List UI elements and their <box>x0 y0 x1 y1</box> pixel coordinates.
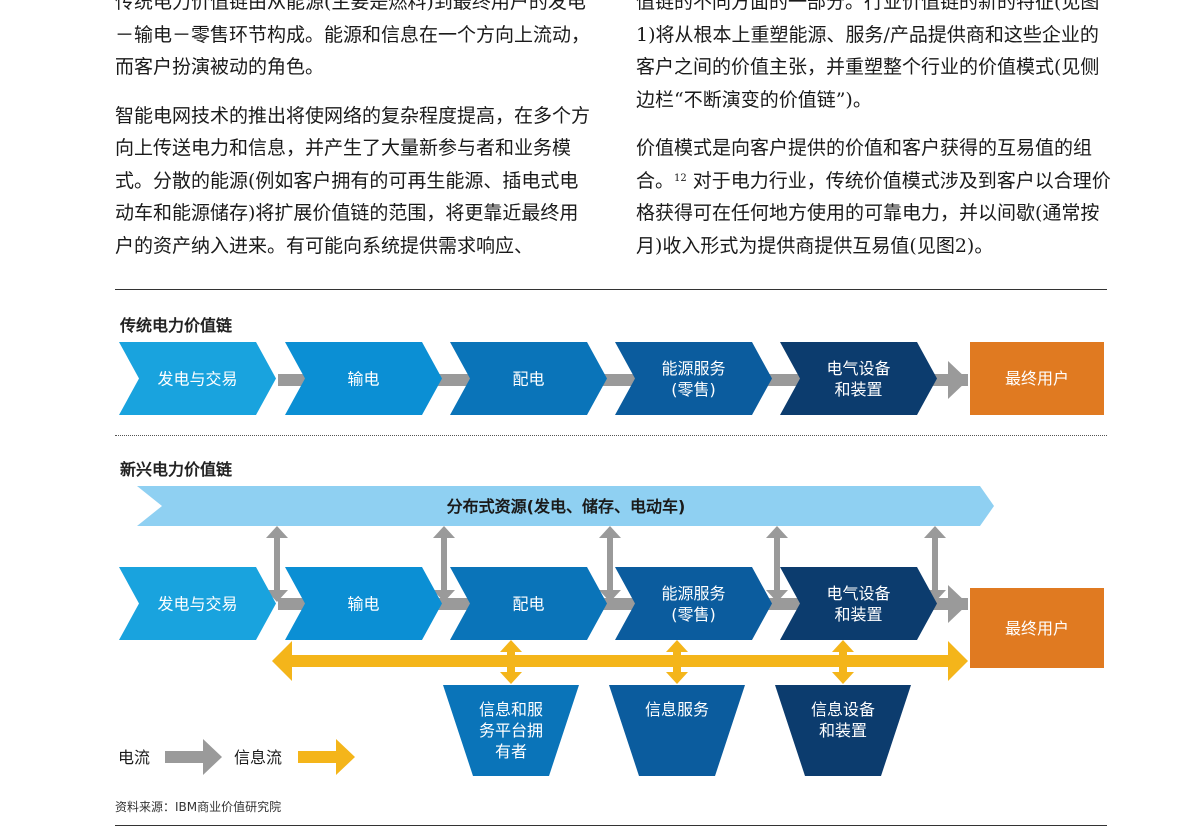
information-services-platform-owner-label: 信息和服 <box>479 700 543 719</box>
emerging-chevron-label: 和装置 <box>834 605 882 624</box>
arrowhead-up <box>766 526 788 538</box>
legend-info-label: 信息流 <box>234 748 282 767</box>
emerging-chevron-label: 输电 <box>347 595 379 614</box>
emerging-chain-title: 新兴电力价值链 <box>120 460 233 479</box>
emerging-chevron-label: 能源服务 <box>661 584 725 603</box>
emerging-chevron-electrical-devices <box>780 567 937 640</box>
power-flow-line <box>278 374 968 386</box>
emerging-chevron-generation <box>119 567 276 640</box>
arrowhead-down <box>266 590 288 602</box>
end-user-label: 最终用户 <box>1005 619 1069 638</box>
arrowhead-up <box>500 640 522 652</box>
top-rule <box>115 289 1107 290</box>
information-devices-label: 信息设备 <box>811 700 875 719</box>
emerging-chevron-label: (零售) <box>671 605 716 624</box>
power-flow-line <box>278 598 968 610</box>
emerging-chevron-label: 电气设备 <box>826 584 890 603</box>
legend-info-arrow <box>298 739 355 775</box>
information-flow-arrowhead-left <box>272 641 292 681</box>
arrowhead-up <box>266 526 288 538</box>
information-services-label: 信息服务 <box>645 700 709 719</box>
traditional-chevron-label: 配电 <box>512 370 544 389</box>
information-services-platform-owner-box <box>443 685 579 776</box>
information-flow-line <box>290 655 950 667</box>
legend-power-label: 电流 <box>118 748 150 767</box>
information-flow-branch <box>839 648 847 678</box>
distributed-resources-label: 分布式资源(发电、储存、电动车) <box>447 497 686 516</box>
bidirectional-power-arrow <box>774 534 780 594</box>
emerging-chevron-label: 配电 <box>512 595 544 614</box>
arrowhead-up <box>832 640 854 652</box>
section-divider <box>115 435 1107 436</box>
bidirectional-power-arrow <box>441 534 447 594</box>
power-flow-arrowhead <box>948 585 968 623</box>
paragraph: 传统电力价值链由从能源(主要是燃料)到最终用户的发电－输电－零售环节构成。能源和… <box>115 0 591 78</box>
end-user-box <box>970 342 1104 415</box>
arrowhead-up <box>433 526 455 538</box>
traditional-chevron-label: 和装置 <box>834 380 882 399</box>
paragraph: 智能电网技术的推出将使网络的复杂程度提高，在多个方向上传送电力和信息，并产生了大… <box>115 104 591 257</box>
information-flow-arrowhead-right <box>948 641 968 681</box>
arrowhead-up <box>924 526 946 538</box>
traditional-chevron-generation <box>119 342 276 415</box>
arrowhead-down <box>433 590 455 602</box>
article-right-column: 值链的不同方面的一部分。行业价值链的新的特征(见图1)将从根本上重塑能源、服务/… <box>636 0 1111 262</box>
information-devices-label: 和装置 <box>819 721 867 740</box>
legend-power-arrow <box>165 739 222 775</box>
traditional-chevron-label: (零售) <box>671 380 716 399</box>
bidirectional-power-arrow <box>607 534 613 594</box>
footnote-ref[interactable]: 12 <box>674 172 687 184</box>
arrowhead-up <box>599 526 621 538</box>
arrowhead-down <box>599 590 621 602</box>
information-devices-box <box>775 685 911 776</box>
power-flow-arrowhead <box>948 361 968 399</box>
paragraph: 价值模式是向客户提供的价值和客户获得的互易值的组合。12 对于电力行业，传统价值… <box>636 137 1111 257</box>
information-flow-branch <box>507 648 515 678</box>
arrowhead-down <box>666 672 688 684</box>
end-user-box <box>970 588 1104 668</box>
traditional-chevron-label: 输电 <box>347 370 379 389</box>
information-services-platform-owner-label: 务平台拥 <box>479 721 543 740</box>
information-services-platform-owner-label: 有者 <box>495 742 527 761</box>
emerging-chevron-label: 发电与交易 <box>157 595 237 614</box>
bidirectional-power-arrow <box>274 534 280 594</box>
emerging-chevron-transmission <box>285 567 442 640</box>
traditional-chevron-label: 能源服务 <box>661 359 725 378</box>
information-services-box <box>609 685 745 776</box>
distributed-resources-banner <box>137 486 994 526</box>
bidirectional-power-arrow <box>932 534 938 594</box>
traditional-chevron-energy-services <box>615 342 772 415</box>
bottom-rule <box>115 825 1107 826</box>
traditional-chevron-distribution <box>450 342 607 415</box>
arrowhead-up <box>666 640 688 652</box>
source-note: 资料来源：IBM商业价值研究院 <box>115 800 282 814</box>
arrowhead-down <box>766 590 788 602</box>
article-left-column: 传统电力价值链由从能源(主要是燃料)到最终用户的发电－输电－零售环节构成。能源和… <box>115 0 590 262</box>
emerging-chevron-energy-services <box>615 567 772 640</box>
traditional-chain-title: 传统电力价值链 <box>120 316 233 335</box>
emerging-chevron-distribution <box>450 567 607 640</box>
information-flow-branch <box>673 648 681 678</box>
paragraph: 值链的不同方面的一部分。行业价值链的新的特征(见图1)将从根本上重塑能源、服务/… <box>636 0 1100 111</box>
traditional-chevron-label: 电气设备 <box>826 359 890 378</box>
traditional-chevron-label: 发电与交易 <box>157 370 237 389</box>
arrowhead-down <box>832 672 854 684</box>
traditional-chevron-electrical-devices <box>780 342 937 415</box>
arrowhead-down <box>500 672 522 684</box>
end-user-label: 最终用户 <box>1005 369 1069 388</box>
traditional-chevron-transmission <box>285 342 442 415</box>
